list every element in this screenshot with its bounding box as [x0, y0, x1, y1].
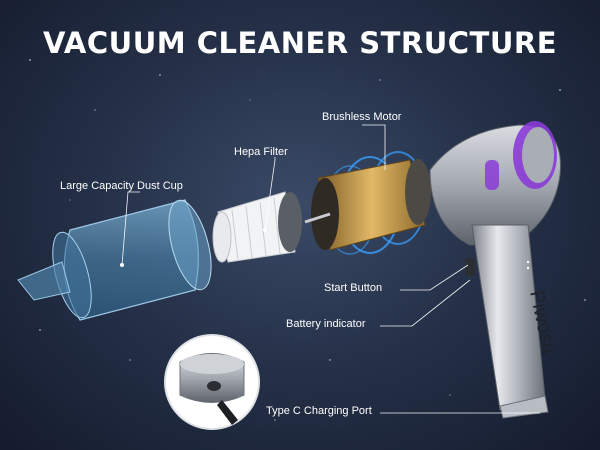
- label-start-button: Start Button: [324, 282, 383, 294]
- leader-lines: [121, 124, 540, 414]
- label-charging-port: Type C Charging Port: [266, 405, 372, 417]
- brushless-motor: [304, 151, 431, 255]
- start-button-part: [465, 258, 475, 276]
- label-battery-indicator: Battery indicator: [286, 318, 366, 330]
- charging-port-inset: [164, 334, 260, 430]
- hepa-filter: [212, 191, 302, 263]
- label-hepa-filter: Hepa Filter: [234, 146, 288, 158]
- dust-cup: [17, 199, 212, 321]
- label-brushless-motor: Brushless Motor: [322, 111, 402, 123]
- page-title: VACUUM CLEANER STRUCTURE: [42, 26, 558, 60]
- vacuum-body: Piwosa: [429, 121, 561, 419]
- label-dust-cup: Large Capacity Dust Cup: [60, 180, 183, 192]
